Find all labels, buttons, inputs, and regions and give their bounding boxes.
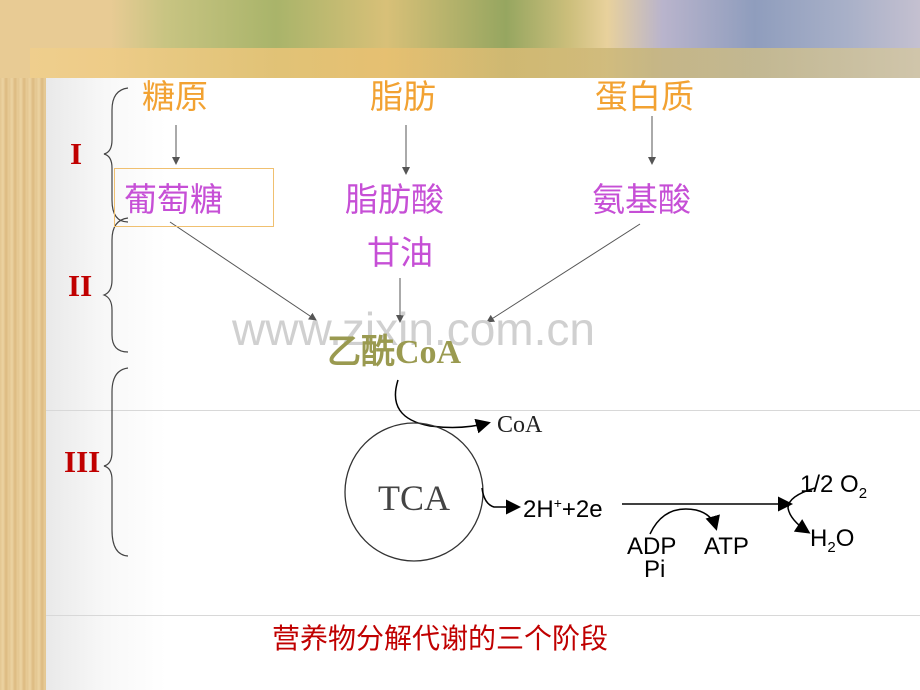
- arrow-acetylcoa-tca: [394, 379, 491, 434]
- coa-released-label: CoA: [497, 412, 543, 438]
- oxygen-subscript: 2: [858, 484, 868, 502]
- tca-label: TCA: [378, 478, 450, 518]
- source-fat: 脂肪: [370, 77, 436, 116]
- water-h-text: H: [810, 525, 828, 552]
- stage-i-brace: [103, 87, 129, 223]
- pi-label: Pi: [644, 556, 666, 583]
- stage-iii-brace: [103, 367, 129, 557]
- arrow-tca-electrons: [481, 487, 521, 515]
- source-glycogen: 糖原: [142, 77, 208, 116]
- atp-label: ATP: [704, 533, 749, 560]
- monomer-glycerol: 甘油: [367, 233, 433, 272]
- divider-line: [46, 615, 920, 616]
- divider-line: [46, 410, 920, 411]
- source-protein: 蛋白质: [595, 77, 694, 116]
- adp-label: ADP: [627, 533, 677, 560]
- electron-pair-label: 2H++2e: [523, 496, 603, 522]
- monomer-glucose: 葡萄糖: [124, 180, 223, 219]
- slide-content-area: [46, 78, 920, 690]
- oxygen-text: 1/2 O: [800, 471, 859, 498]
- decorative-top-strip: [30, 48, 920, 78]
- proton-charge: +: [553, 495, 562, 511]
- stage-ii-brace: [102, 217, 129, 353]
- hydrogen-text: 2H: [523, 496, 554, 523]
- water-subscript: 2: [827, 538, 836, 556]
- slide-caption: 营养物分解代谢的三个阶段: [272, 622, 609, 655]
- water-o-text: O: [835, 525, 855, 552]
- arrow-aminoacid-acetylcoa: [486, 223, 641, 323]
- arrow-glucose-acetylcoa: [169, 221, 317, 321]
- stage-label-i: I: [70, 136, 83, 171]
- stage-label-iii: III: [64, 444, 101, 479]
- stage-label-ii: II: [68, 268, 93, 303]
- glucose-highlight-box: [114, 168, 274, 227]
- monomer-fatty-acid: 脂肪酸: [345, 180, 444, 219]
- arrow-oxygen-water: [787, 487, 816, 534]
- electron-text: +2e: [561, 496, 603, 523]
- watermark: www.zixin.com.cn: [232, 303, 595, 355]
- decorative-left-border: [0, 0, 46, 690]
- monomer-amino-acid: 氨基酸: [592, 180, 691, 219]
- water-label: H2O: [810, 527, 854, 555]
- oxygen-label: 1/2 O2: [800, 473, 867, 501]
- arrow-adp-atp: [649, 508, 720, 535]
- acetyl-coa-label: 乙酰CoA: [327, 334, 462, 371]
